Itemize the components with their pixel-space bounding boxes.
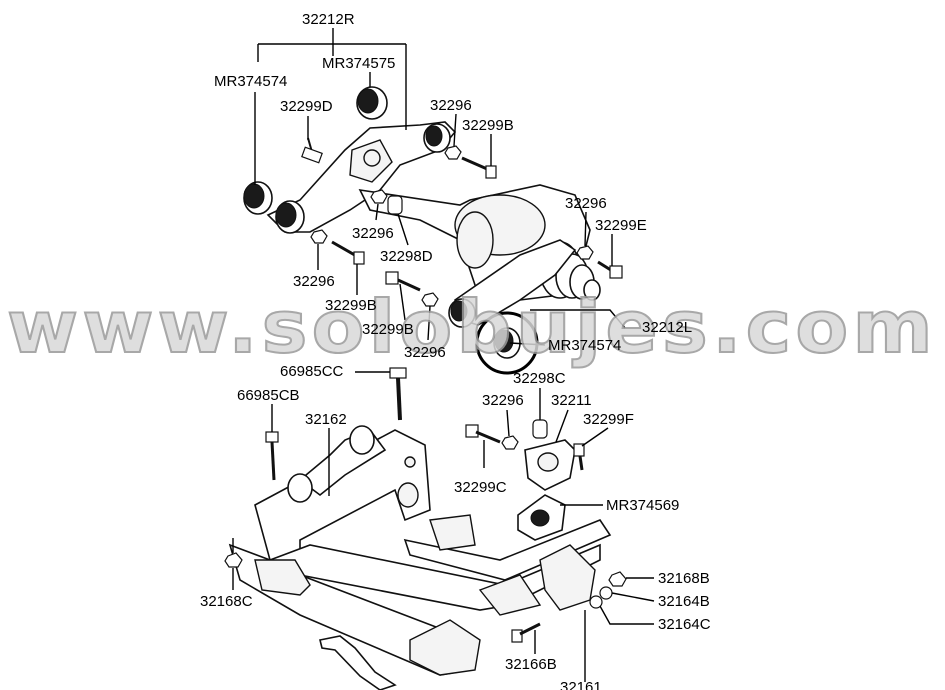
label-32212l: 32212L [642, 319, 692, 336]
label-32296-f: 32296 [482, 392, 524, 409]
label-mr374575: MR374575 [322, 55, 395, 72]
label-32211: 32211 [551, 392, 592, 409]
label-66985cb: 66985CB [237, 387, 300, 404]
bolt-32299f [573, 443, 585, 471]
label-32168b: 32168B [658, 570, 710, 587]
label-32212r: 32212R [302, 11, 355, 28]
label-32296-c: 32296 [352, 225, 394, 242]
label-mr374569: MR374569 [606, 497, 679, 514]
washer-32164c [589, 595, 603, 609]
insulator-mr374569 [517, 494, 566, 541]
nut-32296-e [576, 245, 594, 260]
bolt-32299b-low [385, 271, 421, 292]
label-32296-a: 32296 [430, 97, 472, 114]
collar-32298c [532, 419, 548, 439]
nut-32296-f [501, 435, 519, 450]
label-32296-d: 32296 [293, 273, 335, 290]
label-32299c: 32299C [454, 479, 507, 496]
label-32166b: 32166B [505, 656, 557, 673]
mount-bracket-32211 [524, 439, 576, 491]
nut-32296-b [370, 189, 388, 204]
collar-32298d [387, 195, 403, 215]
label-32299b-mid: 32299B [325, 297, 377, 314]
bolt-32166b [511, 622, 541, 643]
bushing-mr374575 [356, 86, 388, 120]
label-66985cc: 66985CC [280, 363, 344, 380]
nut-32296-c [310, 229, 328, 244]
nut-32296-d [421, 292, 439, 307]
part-labels: 32212R MR374574 MR374575 32299D 32296 32… [200, 11, 711, 690]
label-32299f: 32299F [583, 411, 634, 428]
label-32298c: 32298C [513, 370, 566, 387]
nut-32168b [608, 571, 627, 587]
label-32162: 32162 [305, 411, 347, 428]
label-32164c: 32164C [658, 616, 711, 633]
label-mr374574-top: MR374574 [214, 73, 287, 90]
bolt-32299d [301, 137, 323, 164]
label-32168c: 32168C [200, 593, 253, 610]
label-32299b-top: 32299B [462, 117, 514, 134]
label-32299b-low: 32299B [362, 321, 414, 338]
label-32299e: 32299E [595, 217, 647, 234]
bushing-mr374574-highlighted [475, 311, 539, 375]
bolt-32299e [597, 260, 623, 279]
leader-lines [232, 28, 655, 682]
label-32164b: 32164B [658, 593, 710, 610]
label-32296-e: 32296 [404, 344, 446, 361]
label-32296-b: 32296 [565, 195, 607, 212]
label-mr374574-mid: MR374574 [548, 337, 621, 354]
bolt-66985cb [265, 431, 279, 481]
differential-support-assembly [243, 86, 623, 375]
bolt-66985cc [389, 367, 407, 421]
bolt-32299b-mid [331, 240, 365, 265]
crossmember-assembly [224, 367, 627, 690]
washer-32164b [599, 586, 613, 600]
bushing-mr374574-left [243, 181, 305, 234]
nut-32296-a [444, 145, 462, 160]
label-32161: 32161 [560, 679, 602, 690]
label-32299d: 32299D [280, 98, 333, 115]
watermark: www.solobujes.com [7, 285, 937, 369]
bolt-32299c [465, 424, 501, 444]
label-32298d: 32298D [380, 248, 433, 265]
nut-32168c [224, 552, 243, 568]
